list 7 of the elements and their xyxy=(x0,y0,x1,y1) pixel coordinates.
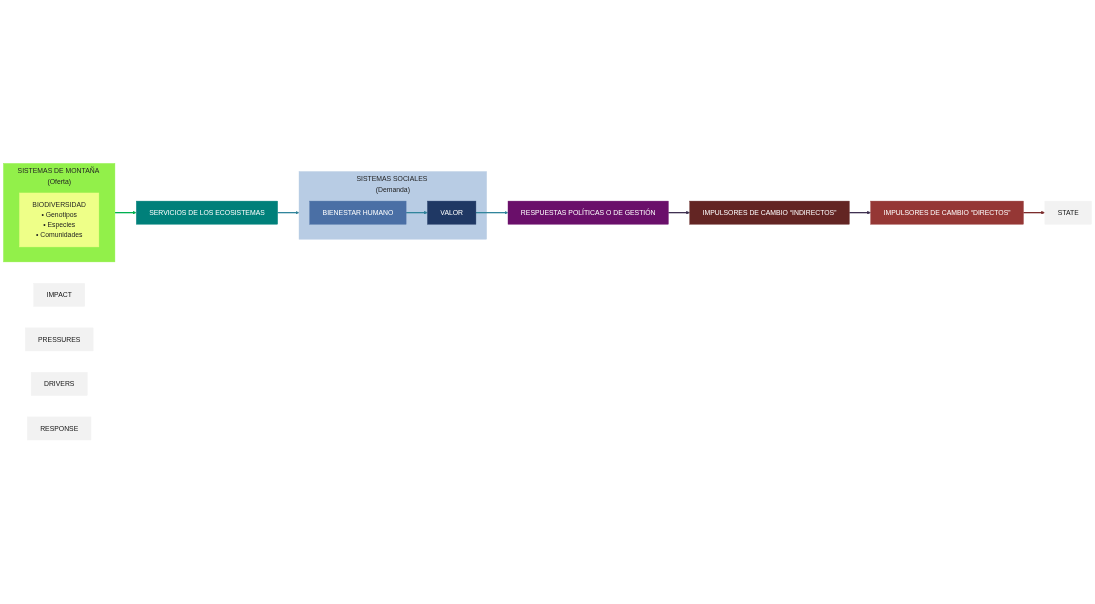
arrow xyxy=(1022,211,1045,215)
arrow xyxy=(667,211,690,215)
arrow xyxy=(277,211,300,215)
arrow xyxy=(114,211,137,215)
arrow xyxy=(848,211,871,215)
arrow xyxy=(475,211,509,215)
arrow xyxy=(405,211,428,215)
